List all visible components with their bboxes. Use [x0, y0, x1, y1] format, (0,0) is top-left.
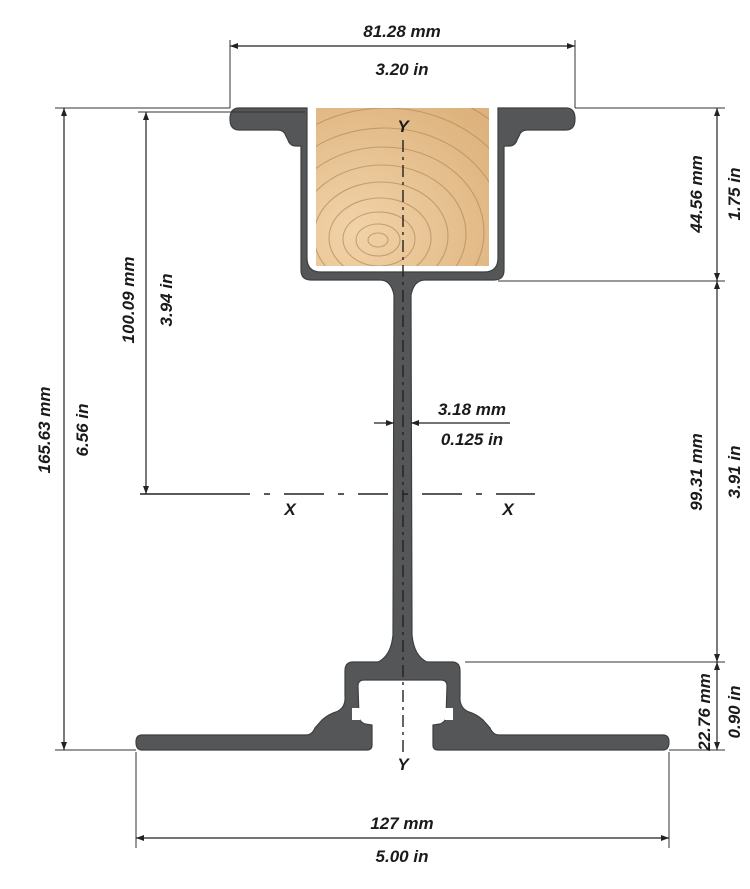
overall-height-mm: 165.63 mm [35, 387, 54, 474]
neutral-axis-in: 3.94 in [157, 274, 176, 327]
overall-height-in: 6.56 in [73, 404, 92, 457]
base-width-mm: 127 mm [370, 814, 433, 833]
top-width-dimension: 81.28 mm 3.20 in [229, 22, 576, 108]
web-thickness-mm: 3.18 mm [438, 400, 506, 419]
base-width-dimension: 127 mm 5.00 in [135, 752, 670, 866]
web-thickness-dimension: 3.18 mm 0.125 in [374, 400, 510, 449]
top-width-mm: 81.28 mm [363, 22, 441, 41]
slot-notch-left [352, 708, 360, 720]
bottom-flange-height-mm: 22.76 mm [695, 673, 714, 752]
right-dimensions: 44.56 mm 1.75 in 99.31 mm 3.91 in 22.76 … [465, 107, 744, 752]
slot-notch-right [445, 708, 453, 720]
x-axis-label-left: X [283, 500, 297, 519]
wood-insert [316, 108, 489, 266]
y-axis-label-bottom: Y [397, 755, 410, 774]
web-height-in: 3.91 in [725, 446, 744, 499]
web-thickness-in: 0.125 in [441, 430, 503, 449]
bottom-flange-height-in: 0.90 in [725, 686, 744, 739]
top-flange-height-mm: 44.56 mm [687, 155, 706, 234]
web-height-mm: 99.31 mm [687, 433, 706, 511]
top-width-in: 3.20 in [376, 60, 429, 79]
top-flange-height-in: 1.75 in [725, 168, 744, 221]
y-axis-label-top: Y [397, 117, 410, 136]
neutral-axis-dimension: 100.09 mm 3.94 in [119, 111, 305, 494]
neutral-axis-mm: 100.09 mm [119, 257, 138, 344]
overall-height-dimension: 165.63 mm 6.56 in [35, 107, 230, 751]
x-axis-label-right: X [501, 500, 515, 519]
base-width-in: 5.00 in [376, 847, 429, 866]
